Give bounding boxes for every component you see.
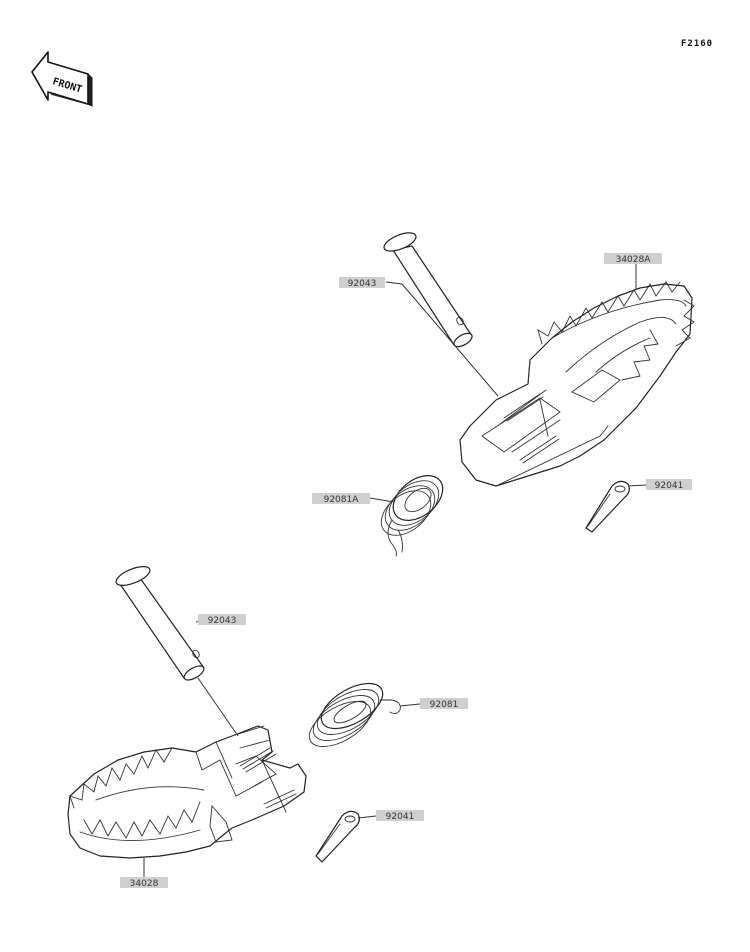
svg-text:34028: 34028 (130, 879, 159, 889)
svg-text:92043: 92043 (348, 279, 377, 289)
leader-pin-upper (385, 281, 499, 397)
callout-spring-lower: 92081 (420, 698, 468, 710)
pin-upper (383, 232, 473, 348)
footpeg-upper (459, 281, 695, 487)
callout-footpeg-lower: 34028 (120, 877, 168, 889)
svg-text:92043: 92043 (208, 616, 237, 626)
figure-code: F2160 (681, 39, 713, 49)
spring-lower (308, 682, 401, 747)
callout-spring-upper: 92081A (312, 493, 370, 505)
footpeg-lower (67, 725, 307, 859)
svg-text:34028A: 34028A (616, 255, 652, 265)
leader-cotter-lower (357, 815, 377, 819)
svg-text:92041: 92041 (655, 481, 684, 491)
spring-upper (380, 475, 444, 557)
leader-cotter-upper (627, 484, 647, 487)
svg-text:92081: 92081 (430, 700, 459, 710)
leader-lines (143, 264, 647, 878)
cotter-upper (585, 480, 630, 533)
callout-pin-upper: 92043 (339, 277, 385, 289)
cotter-lower (315, 810, 360, 863)
callout-cotter-lower: 92041 (376, 810, 424, 822)
pin-lower (115, 566, 205, 681)
callout-cotter-upper: 92041 (646, 479, 692, 491)
leader-spring-upper (369, 497, 395, 503)
leader-pin-lower (197, 677, 239, 737)
callout-pin-lower: 92043 (198, 614, 246, 626)
svg-text:92081A: 92081A (324, 495, 360, 505)
front-arrow-icon: FRONT (31, 51, 93, 107)
leader-spring-lower (399, 703, 421, 707)
callout-footpeg-upper: 34028A (604, 253, 662, 265)
svg-text:92041: 92041 (386, 812, 415, 822)
